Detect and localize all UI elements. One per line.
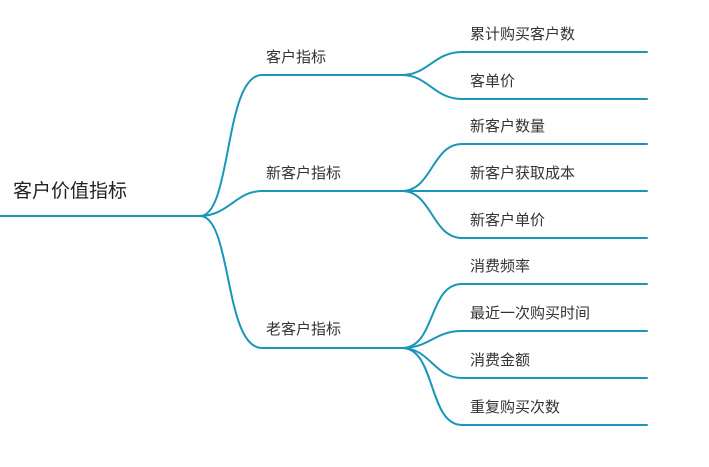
edge-root-to-branch-1 — [199, 74, 263, 217]
leaf-label: 新客户单价 — [470, 211, 546, 229]
leaf-label: 重复购买次数 — [470, 398, 561, 416]
edge-branch-3-leaf-4 — [401, 347, 648, 426]
leaf-label: 客单价 — [470, 72, 516, 90]
leaf-label: 消费金额 — [470, 351, 531, 369]
leaf-label: 新客户数量 — [470, 117, 546, 135]
edge-branch-2-leaf-3 — [401, 190, 648, 239]
edge-branch-1-leaf-2 — [401, 74, 648, 100]
edge-branch-2-leaf-1 — [401, 143, 648, 192]
branch-label-new-customer: 新客户指标 — [266, 164, 342, 182]
edge-branch-3-leaf-2 — [401, 330, 648, 349]
edge-root-to-branch-3 — [199, 215, 263, 349]
edge-root-to-branch-2 — [199, 190, 263, 217]
edge-branch-1-leaf-1 — [401, 51, 648, 76]
leaf-label: 累计购买客户数 — [470, 25, 576, 43]
leaf-label: 消费频率 — [470, 257, 531, 275]
leaf-label: 最近一次购买时间 — [470, 304, 591, 322]
root-node-label: 客户价值指标 — [13, 180, 128, 202]
leaf-label: 新客户获取成本 — [470, 164, 576, 182]
branch-label-customer: 客户指标 — [266, 48, 327, 66]
branch-label-old-customer: 老客户指标 — [266, 320, 342, 338]
edge-branch-3-leaf-1 — [401, 283, 648, 349]
